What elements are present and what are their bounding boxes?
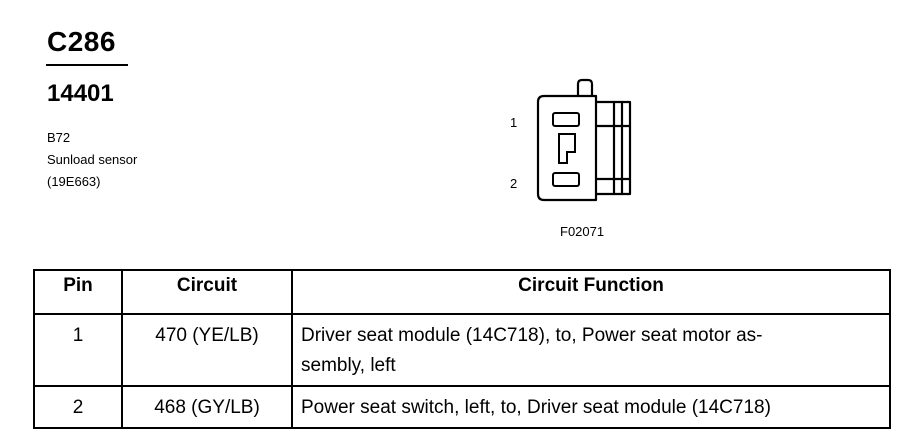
cavity-1 <box>552 112 580 127</box>
circuit-function-line: sembly, left <box>301 355 396 376</box>
connector-face-diagram <box>536 78 632 202</box>
circuit-cell: 470 (YE/LB) <box>121 313 293 387</box>
pin-label-2: 2 <box>510 176 518 191</box>
table-row: 2 468 (GY/LB) Power seat switch, left, t… <box>33 385 891 429</box>
description-line-base-part: (19E663) <box>47 174 101 189</box>
table-row: 1 470 (YE/LB) Driver seat module (14C718… <box>33 313 891 387</box>
pin-circuit-table: Pin Circuit Circuit Function 1 470 (YE/L… <box>33 269 891 429</box>
circuit-function-line: Driver seat module (14C718), to, Power s… <box>301 325 763 346</box>
column-header-circuit-function: Circuit Function <box>291 269 891 315</box>
description-line-name: Sunload sensor <box>47 152 138 167</box>
description-line-component: B72 <box>47 130 71 145</box>
column-header-circuit: Circuit <box>121 269 293 315</box>
cavity-2 <box>552 172 580 187</box>
pin-cell: 1 <box>33 313 123 387</box>
part-number: 14401 <box>47 80 114 107</box>
circuit-function-cell: Driver seat module (14C718), to, Power s… <box>291 313 891 387</box>
column-header-pin: Pin <box>33 269 123 315</box>
circuit-cell: 468 (GY/LB) <box>121 385 293 429</box>
circuit-function-cell: Power seat switch, left, to, Driver seat… <box>291 385 891 429</box>
pin-label-1: 1 <box>510 115 518 130</box>
connector-body <box>536 78 632 202</box>
connector-id-underline <box>46 64 128 66</box>
table-header-row: Pin Circuit Circuit Function <box>33 269 891 315</box>
figure-reference: F02071 <box>560 224 605 239</box>
keying-feature <box>558 133 576 164</box>
circuit-function-line: Power seat switch, left, to, Driver seat… <box>301 397 771 418</box>
connector-id: C286 <box>47 26 116 57</box>
pin-cell: 2 <box>33 385 123 429</box>
